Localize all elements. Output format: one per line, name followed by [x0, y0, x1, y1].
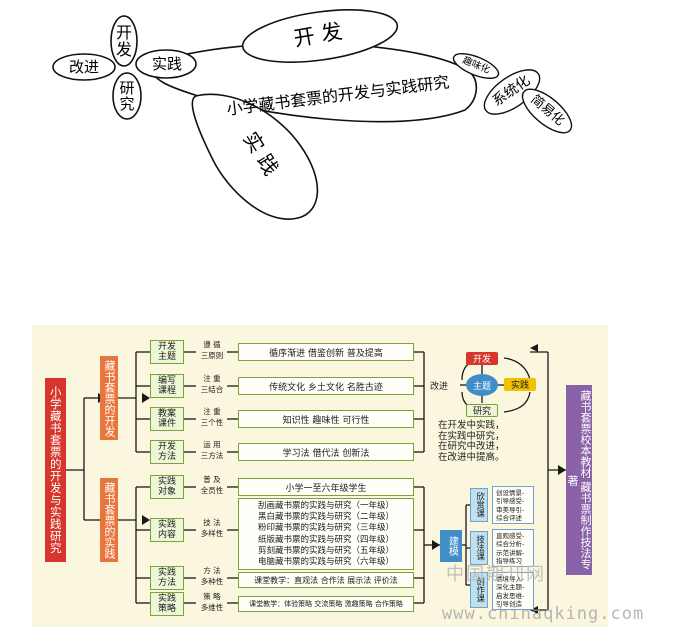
dev-row-principle: 遵 循 三原则 [200, 340, 224, 360]
watermark-url: www.chinaqking.com [442, 604, 645, 624]
oval-kaifa-shape [241, 9, 399, 63]
cycle-top: 开发 [466, 352, 498, 365]
jianmo-box: 建模 [440, 530, 462, 562]
dev-row-content: 传统文化 乡土文化 名胜古迹 [238, 377, 414, 395]
cycle-bottom: 研究 [466, 404, 498, 417]
practice-row-content: 小学一至六年级学生 [238, 478, 414, 496]
cycle-statement: 在开发中实践， 在实践中研究， 在研究中改进， 在改进中提高。 [438, 420, 538, 463]
dev-row-label: 开发方法 [150, 440, 184, 464]
dev-row-content: 学习法 借代法 创新法 [238, 443, 414, 461]
course-appreciation: 欣赏课 [470, 488, 488, 522]
dev-row-principle: 运 用 三方法 [200, 440, 224, 460]
practice-content-item: 电脑藏书票的实践与研究（六年级） [257, 557, 394, 568]
cycle-right: 实践 [504, 378, 536, 391]
petal-yanjiu: 研 究 [119, 78, 135, 113]
cycle-left: 改进 [430, 382, 449, 392]
petal-shijian-shape [135, 49, 197, 79]
course-creation: 创作课 [470, 572, 488, 608]
petal-quwei-shape [452, 53, 500, 79]
cycle-line: 在开发中实践， [438, 420, 505, 431]
practice-row-principle: 普 及 全员性 [200, 475, 224, 495]
practice-row-content: 课堂教学：直观法 合作法 展示法 评价法 [238, 572, 414, 588]
course-appreciation-detail: 创设情景- 引导感受- 审美导引- 综合评述 [492, 486, 534, 524]
oval-shijian-shape [191, 93, 319, 220]
lesson-step: 指导练习 [496, 557, 522, 566]
branch-dev: 藏书套票的开发 [100, 356, 118, 440]
output-box: 藏书套票校本教材 藏书票制作技法专著 [566, 385, 592, 575]
practice-row-content: 课堂教学：体验策略 交流策略 激趣策略 合作策略 [238, 596, 414, 612]
cycle-line: 在研究中改进， [438, 441, 505, 452]
lesson-step: 综合分析- [496, 540, 525, 549]
dev-row-content: 知识性 趣味性 可行性 [238, 410, 414, 428]
lesson-step: 综合评述 [496, 514, 522, 523]
practice-content-item: 剪刻藏书票的实践与研究（五年级） [257, 545, 394, 556]
practice-content-item: 粉印藏书票的实践与研究（三年级） [257, 523, 394, 534]
cycle-line: 在实践中研究， [438, 430, 505, 442]
practice-row-principle: 技 法 多样性 [200, 518, 224, 538]
watermark-cn: 中国期刊网 [446, 564, 546, 585]
branch-practice: 藏书套票的实践 [100, 478, 118, 562]
cycle-center: 主题 [466, 374, 498, 396]
lesson-step: 示范讲解- [496, 548, 525, 557]
dev-row-principle: 注 重 三个性 [200, 407, 224, 427]
lesson-step: 审美导引- [496, 505, 525, 514]
course-technique-detail: 直观感受- 综合分析- 示范讲解- 指导练习 [492, 529, 534, 567]
course-creation-detail: 情境导入- 深化主题- 启发思维- 引导创造 [492, 572, 534, 610]
lesson-step: 引导感受- [496, 497, 525, 506]
dev-row-label: 教案课件 [150, 407, 184, 431]
petal-jianyi-shape [521, 88, 573, 134]
petal-kaifa: 开 发 [115, 22, 132, 59]
petal-gaijin-shape [52, 53, 116, 81]
lesson-step: 深化主题- [496, 583, 525, 592]
lesson-step: 创设情景- [496, 489, 525, 497]
lesson-step: 情境导入- [496, 575, 525, 583]
lesson-step: 引导创造 [496, 600, 522, 609]
petal-yanjiu-shape [112, 72, 142, 120]
petal-xitong-shape [483, 69, 541, 115]
practice-content-item: 刮画藏书票的实践与研究（一年级） [257, 501, 394, 511]
dev-row-label: 开发主题 [150, 340, 184, 364]
petal-gaijin: 改进 [68, 57, 99, 76]
mindmap-graphic [52, 9, 573, 220]
practice-content-item: 纸版藏书票的实践与研究（四年级） [257, 534, 394, 545]
dev-row-label: 编写课程 [150, 374, 184, 398]
practice-row-label: 实践策略 [150, 592, 184, 616]
practice-row-label: 实践方法 [150, 566, 184, 590]
dev-row-principle: 注 重 三结合 [200, 374, 224, 394]
petal-kaifa-shape [110, 15, 138, 67]
practice-row-label: 实践对象 [150, 475, 184, 499]
lesson-step: 直观感受- [496, 532, 525, 540]
dev-row-content: 循序渐进 借鉴创新 普及提高 [238, 343, 414, 361]
practice-row-label: 实践内容 [150, 518, 184, 542]
practice-content-item: 黑白藏书票的实践与研究（二年级） [257, 512, 394, 523]
practice-row-principle: 策 略 多维性 [200, 592, 224, 612]
course-technique: 技法课 [470, 531, 488, 565]
main-title-box: 小学藏书套票的开发与实践研究 [45, 378, 66, 562]
lesson-step: 启发思维- [496, 591, 525, 600]
cycle-line: 在改进中提高。 [438, 451, 505, 463]
petal-shijian: 实践 [151, 54, 182, 73]
practice-content-list: 刮画藏书票的实践与研究（一年级） 黑白藏书票的实践与研究（二年级） 粉印藏书票的… [238, 498, 414, 570]
practice-row-principle: 方 法 多种性 [200, 566, 224, 586]
